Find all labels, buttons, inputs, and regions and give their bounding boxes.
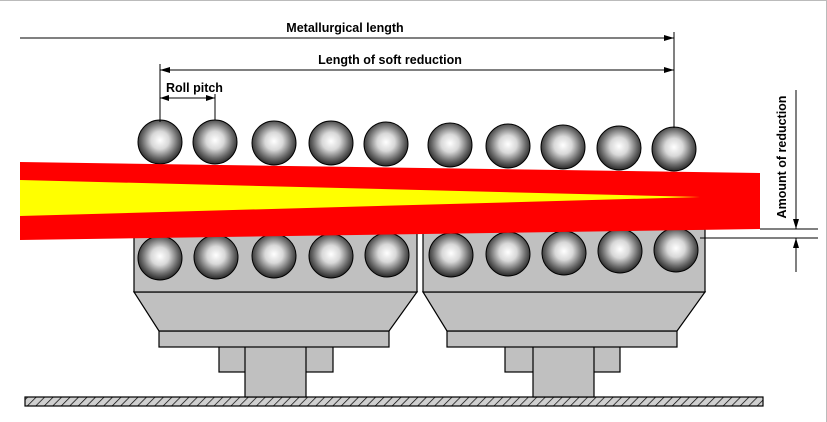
top-roll	[651, 126, 697, 172]
roll-pitch-left-arrowhead	[160, 95, 169, 101]
segment-2-hopper	[421, 291, 707, 332]
top-roll	[596, 125, 642, 171]
bottom-roll	[428, 232, 474, 278]
amount-of-reduction-dimension: Amount of reduction	[700, 90, 818, 272]
bottom-roll	[137, 235, 183, 281]
segment-1-hopper	[132, 291, 419, 332]
top-roll	[308, 120, 354, 166]
soft-reduction-length-label: Length of soft reduction	[318, 53, 462, 67]
bottom-roll	[308, 233, 354, 279]
top-roll	[137, 119, 183, 165]
soft-reduction-right-arrowhead	[664, 67, 674, 73]
bottom-roll	[541, 230, 587, 276]
metallurgical-length-arrowhead	[664, 35, 674, 41]
segment-1-pedestal	[244, 345, 307, 398]
top-roll	[540, 124, 586, 170]
bottom-roll	[193, 234, 239, 280]
segment-2-pedestal	[532, 345, 595, 398]
metallurgical-length-dimension: Metallurgical length	[20, 21, 675, 128]
soft-reduction-left-arrowhead	[160, 67, 170, 73]
reduction-down-arrowhead	[793, 219, 799, 229]
top-roll	[363, 121, 409, 167]
top-roll	[485, 123, 531, 169]
bottom-roll	[364, 232, 410, 278]
liquid-core	[20, 180, 700, 216]
top-roll	[251, 120, 297, 166]
top-roll	[427, 122, 473, 168]
bottom-roll	[251, 233, 297, 279]
metallurgical-length-label: Metallurgical length	[286, 21, 403, 35]
bottom-roll	[653, 227, 699, 273]
roll-pitch-right-arrowhead	[206, 95, 215, 101]
segment-2-base-plate	[446, 330, 678, 348]
segment-1-base-plate	[158, 330, 390, 348]
reduction-up-arrowhead	[793, 238, 799, 248]
bottom-roll	[597, 228, 643, 274]
ground-base	[24, 396, 764, 407]
soft-reduction-length-dimension: Length of soft reduction	[159, 53, 674, 122]
roll-pitch-dimension: Roll pitch	[160, 81, 223, 120]
amount-of-reduction-label: Amount of reduction	[775, 96, 789, 219]
top-rolls	[137, 119, 697, 172]
roll-pitch-label: Roll pitch	[166, 81, 223, 95]
top-roll	[192, 119, 238, 165]
bottom-rolls	[137, 227, 699, 281]
bottom-roll	[485, 231, 531, 277]
